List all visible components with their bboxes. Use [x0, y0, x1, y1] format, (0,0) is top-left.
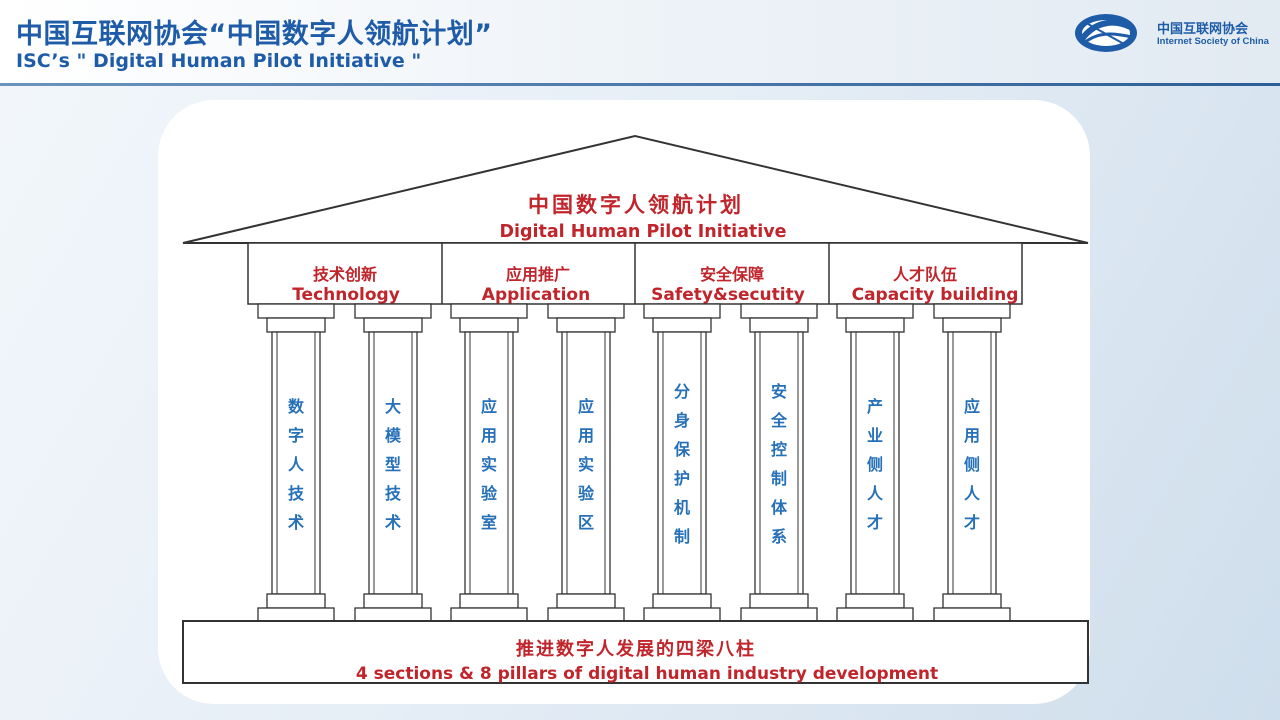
pillar-label: 数字人技术: [287, 397, 305, 532]
pillar-label: 分身保护机制: [673, 382, 691, 546]
page-title-en: ISC’s " Digital Human Pilot Initiative ": [16, 50, 422, 72]
pillar-base-top: [266, 593, 326, 609]
logo-text-cn: 中国互联网协会: [1157, 22, 1249, 37]
pillar-capital-bottom: [652, 317, 712, 333]
base-title-cn: 推进数字人发展的四梁八柱: [516, 638, 756, 660]
pillar-label: 应用侧人才: [964, 397, 981, 532]
pillar-capital-bottom: [942, 317, 1002, 333]
logo-text-en: Internet Society of China: [1157, 36, 1269, 47]
pillar-base-bottom: [354, 607, 432, 622]
section-technology-cn: 技术创新: [313, 265, 377, 284]
pillar-shaft: [754, 331, 804, 595]
pillar-shaft: [271, 331, 321, 595]
pillar-label: 应用实验室: [481, 397, 498, 532]
pillar: 分身保护机制: [643, 303, 721, 622]
pillar: 数字人技术: [257, 303, 335, 622]
pillar-capital-top: [354, 303, 432, 319]
pillar-capital-bottom: [556, 317, 616, 333]
pillar-base-bottom: [933, 607, 1011, 622]
pillar: 应用侧人才: [933, 303, 1011, 622]
pillar-base-top: [845, 593, 905, 609]
pillar: 安全控制体系: [740, 303, 818, 622]
pillar-base-bottom: [547, 607, 625, 622]
pillar-base-top: [459, 593, 519, 609]
pillar-capital-bottom: [363, 317, 423, 333]
pillar-capital-bottom: [749, 317, 809, 333]
pillar-base-bottom: [450, 607, 528, 622]
pillar-capital-top: [933, 303, 1011, 319]
pillar-label: 产业侧人才: [867, 397, 884, 532]
pillar-capital-bottom: [459, 317, 519, 333]
header-bar: [0, 0, 1280, 84]
pillar-shaft: [850, 331, 900, 595]
pillar-label: 大模型技术: [384, 397, 402, 532]
section-application-en: Application: [482, 285, 590, 305]
base-title-en: 4 sections & 8 pillars of digital human …: [356, 664, 938, 684]
header-divider: [0, 83, 1280, 86]
pillar-base-bottom: [257, 607, 335, 622]
pillar-capital-top: [643, 303, 721, 319]
pillar-base-bottom: [740, 607, 818, 622]
pillars-group: 数字人技术 大模型技术 应用实验室 应用实验区 分身保护机制 安全控制体系 产业侧人才 应用侧…: [257, 303, 1011, 622]
pillar: 大模型技术: [354, 303, 432, 622]
pillar: 应用实验区: [547, 303, 625, 622]
isc-globe-icon: [1075, 14, 1137, 52]
pillar-base-top: [556, 593, 616, 609]
pillar-label: 安全控制体系: [770, 382, 788, 546]
roof-title-en: Digital Human Pilot Initiative: [499, 222, 786, 242]
pillar-capital-top: [450, 303, 528, 319]
page-title-cn: 中国互联网协会“中国数字人领航计划”: [16, 19, 493, 50]
pillar-capital-top: [740, 303, 818, 319]
pillar-capital-top: [547, 303, 625, 319]
foundation-base: [182, 620, 1089, 684]
isc-logo: 中国互联网协会 Internet Society of China: [1074, 12, 1274, 56]
pillar-base-top: [363, 593, 423, 609]
section-capacity-en: Capacity building: [852, 285, 1019, 305]
pillar-base-top: [652, 593, 712, 609]
section-safety-en: Safety&secutity: [651, 285, 805, 305]
pillar: 产业侧人才: [836, 303, 914, 622]
pillar-shaft: [657, 331, 707, 595]
pillar: 应用实验室: [450, 303, 528, 622]
pillar-shaft: [464, 331, 514, 595]
roof-title-cn: 中国数字人领航计划: [528, 193, 744, 217]
pillar-capital-bottom: [266, 317, 326, 333]
pillar-label: 应用实验区: [578, 397, 595, 532]
pillar-base-top: [942, 593, 1002, 609]
pillar-shaft: [947, 331, 997, 595]
section-application-cn: 应用推广: [506, 265, 570, 284]
section-technology-en: Technology: [292, 285, 400, 305]
pillar-base-bottom: [836, 607, 914, 622]
pillar-base-bottom: [643, 607, 721, 622]
pillar-capital-bottom: [845, 317, 905, 333]
pillar-capital-top: [836, 303, 914, 319]
pillar-base-top: [749, 593, 809, 609]
pillar-capital-top: [257, 303, 335, 319]
section-capacity-cn: 人才队伍: [893, 265, 957, 284]
pillar-shaft: [368, 331, 418, 595]
section-safety-cn: 安全保障: [700, 265, 764, 284]
